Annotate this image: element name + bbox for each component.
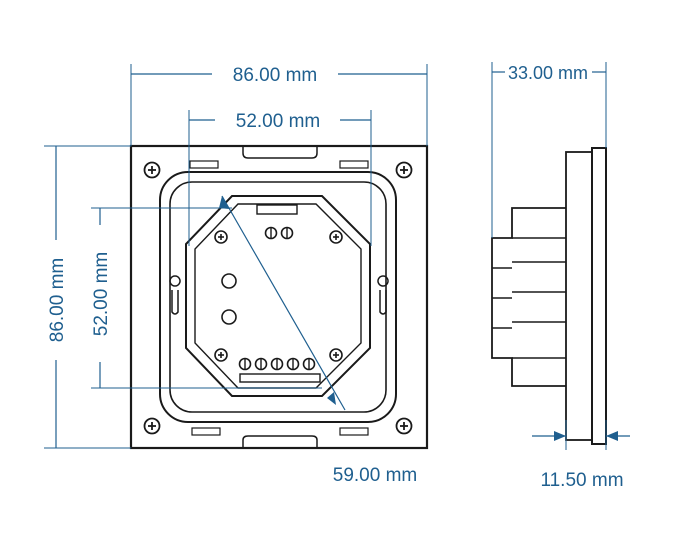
module-octagon-outer [185,195,371,397]
screw-icon [214,230,228,244]
top-left-slot [189,160,219,169]
side-module-body [491,207,566,387]
diagonal-label: 59.00 mm [333,465,417,486]
terminal-row [238,357,316,371]
indicator-circle [221,273,237,289]
screw-icon [395,161,413,179]
right-keyhole [377,275,389,315]
outer-plate [129,144,429,450]
side-view [491,147,607,445]
left-keyhole [169,275,181,315]
outer-rounded-frame [159,171,397,423]
front-view [129,144,429,450]
bottom-tab [242,435,318,448]
top-terminal-block [256,204,298,215]
dimension-lines [44,62,630,450]
screw-icon [214,348,228,362]
bottom-terminal-block [239,373,321,383]
front-width-label: 86.00 mm [233,65,317,86]
inner-rounded-frame [169,181,387,413]
indicator-circle [221,309,237,325]
side-back-plate [565,151,593,441]
inner-height-label: 52.00 mm [91,252,112,336]
top-right-slot [339,160,369,169]
screw-icon [329,348,343,362]
top-tab [242,146,318,159]
side-depth-label: 33.00 mm [508,63,588,83]
bottom-left-slot [191,427,221,436]
screw-icon [395,417,413,435]
screw-icon [143,161,161,179]
screw-icon [329,230,343,244]
side-front-plate [591,147,607,445]
front-height-label: 86.00 mm [47,258,68,342]
bottom-right-slot [339,427,369,436]
terminal-pair [264,226,294,240]
inner-width-label: 52.00 mm [236,111,320,132]
screw-icon [143,417,161,435]
side-thickness-label: 11.50 mm [540,470,623,491]
